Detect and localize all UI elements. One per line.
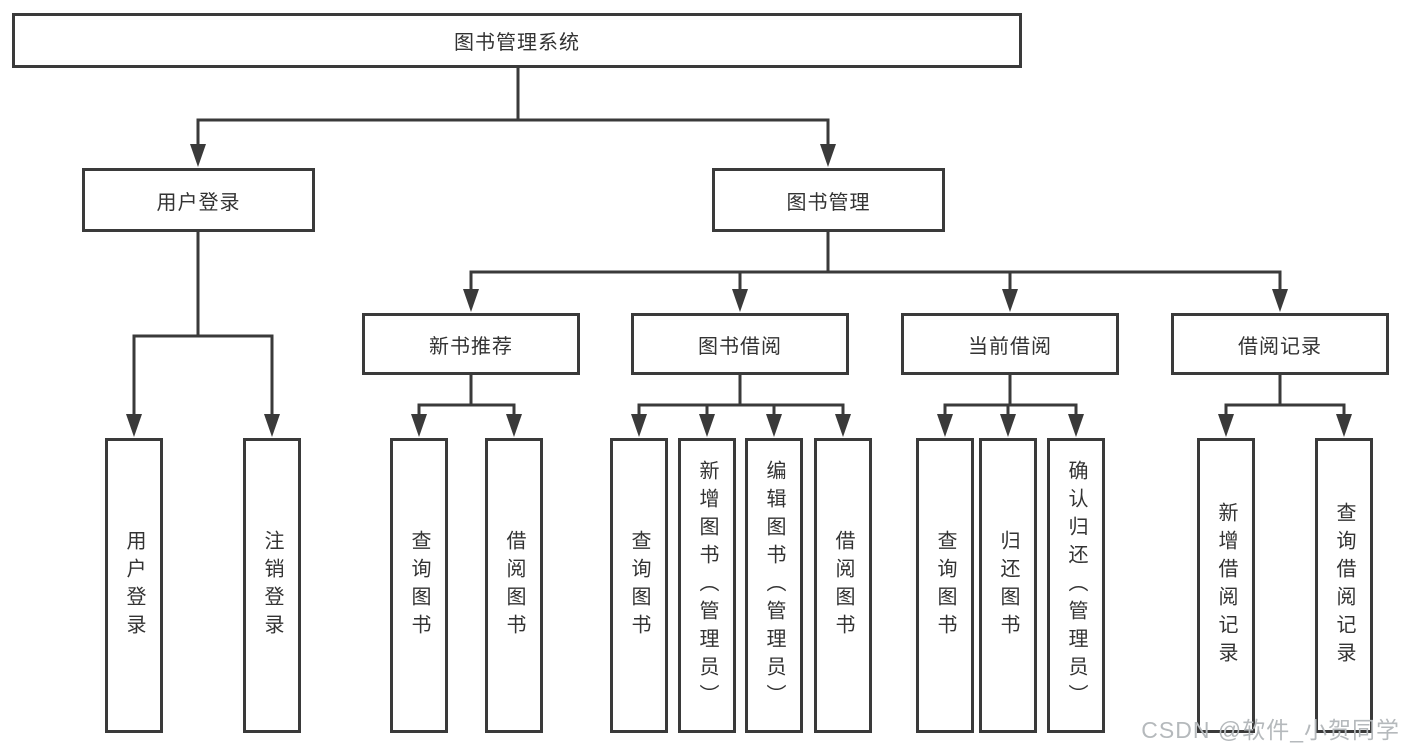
arrow-down-icon bbox=[506, 414, 522, 437]
node-label: 确认归还（管理员） bbox=[1065, 459, 1087, 712]
arrow-down-icon bbox=[264, 414, 280, 437]
node-label: 新书推荐 bbox=[429, 335, 513, 358]
leaf-query-books-current: 查询图书 bbox=[916, 438, 974, 733]
arrow-down-icon bbox=[190, 144, 206, 167]
leaf-edit-books-admin: 编辑图书（管理员） bbox=[745, 438, 803, 733]
leaf-add-books-admin: 新增图书（管理员） bbox=[678, 438, 736, 733]
node-label: 借阅图书 bbox=[503, 529, 525, 642]
node-label: 图书管理系统 bbox=[454, 32, 580, 54]
leaf-borrow-books-recommend: 借阅图书 bbox=[485, 438, 543, 733]
node-user-login: 用户登录 bbox=[82, 168, 315, 232]
leaf-add-borrow-record: 新增借阅记录 bbox=[1197, 438, 1255, 733]
node-label: 图书管理 bbox=[786, 191, 871, 214]
leaf-confirm-return-admin: 确认归还（管理员） bbox=[1047, 438, 1105, 733]
node-label: 编辑图书（管理员） bbox=[763, 459, 785, 712]
leaf-logout: 注销登录 bbox=[243, 438, 301, 733]
arrow-down-icon bbox=[766, 414, 782, 437]
node-borrowing-records: 借阅记录 bbox=[1171, 313, 1389, 375]
arrow-down-icon bbox=[732, 289, 748, 312]
node-label: 新增借阅记录 bbox=[1215, 501, 1237, 670]
node-new-book-recommendation: 新书推荐 bbox=[362, 313, 580, 375]
node-label: 借阅图书 bbox=[832, 529, 854, 642]
node-label: 用户登录 bbox=[156, 191, 241, 214]
leaf-query-borrow-record: 查询借阅记录 bbox=[1315, 438, 1373, 733]
arrow-down-icon bbox=[126, 414, 142, 437]
arrow-down-icon bbox=[411, 414, 427, 437]
arrow-down-icon bbox=[1002, 289, 1018, 312]
node-label: 查询图书 bbox=[408, 529, 430, 642]
arrow-down-icon bbox=[1336, 414, 1352, 437]
node-book-management: 图书管理 bbox=[712, 168, 945, 232]
arrow-down-icon bbox=[1000, 414, 1016, 437]
node-book-borrowing: 图书借阅 bbox=[631, 313, 849, 375]
leaf-user-login: 用户登录 bbox=[105, 438, 163, 733]
arrow-down-icon bbox=[937, 414, 953, 437]
leaf-borrow-books-borrow: 借阅图书 bbox=[814, 438, 872, 733]
arrow-down-icon bbox=[820, 144, 836, 167]
arrow-down-icon bbox=[835, 414, 851, 437]
node-label: 查询借阅记录 bbox=[1333, 501, 1355, 670]
node-current-borrowing: 当前借阅 bbox=[901, 313, 1119, 375]
node-label: 当前借阅 bbox=[968, 335, 1052, 358]
node-library-management-system: 图书管理系统 bbox=[12, 13, 1022, 68]
arrow-down-icon bbox=[463, 289, 479, 312]
leaf-return-books: 归还图书 bbox=[979, 438, 1037, 733]
node-label: 注销登录 bbox=[261, 529, 283, 642]
node-label: 查询图书 bbox=[628, 529, 650, 642]
arrow-down-icon bbox=[1272, 289, 1288, 312]
arrow-down-icon bbox=[699, 414, 715, 437]
leaf-query-books-recommend: 查询图书 bbox=[390, 438, 448, 733]
csdn-watermark: CSDN @软件_小贺同学 bbox=[1141, 717, 1400, 743]
arrow-down-icon bbox=[1068, 414, 1084, 437]
arrow-down-icon bbox=[631, 414, 647, 437]
node-label: 查询图书 bbox=[934, 529, 956, 642]
node-label: 借阅记录 bbox=[1238, 335, 1322, 358]
node-label: 图书借阅 bbox=[698, 335, 782, 358]
arrow-down-icon bbox=[1218, 414, 1234, 437]
leaf-query-books-borrow: 查询图书 bbox=[610, 438, 668, 733]
node-label: 用户登录 bbox=[123, 529, 145, 642]
node-label: 新增图书（管理员） bbox=[696, 459, 718, 712]
node-label: 归还图书 bbox=[997, 529, 1019, 642]
